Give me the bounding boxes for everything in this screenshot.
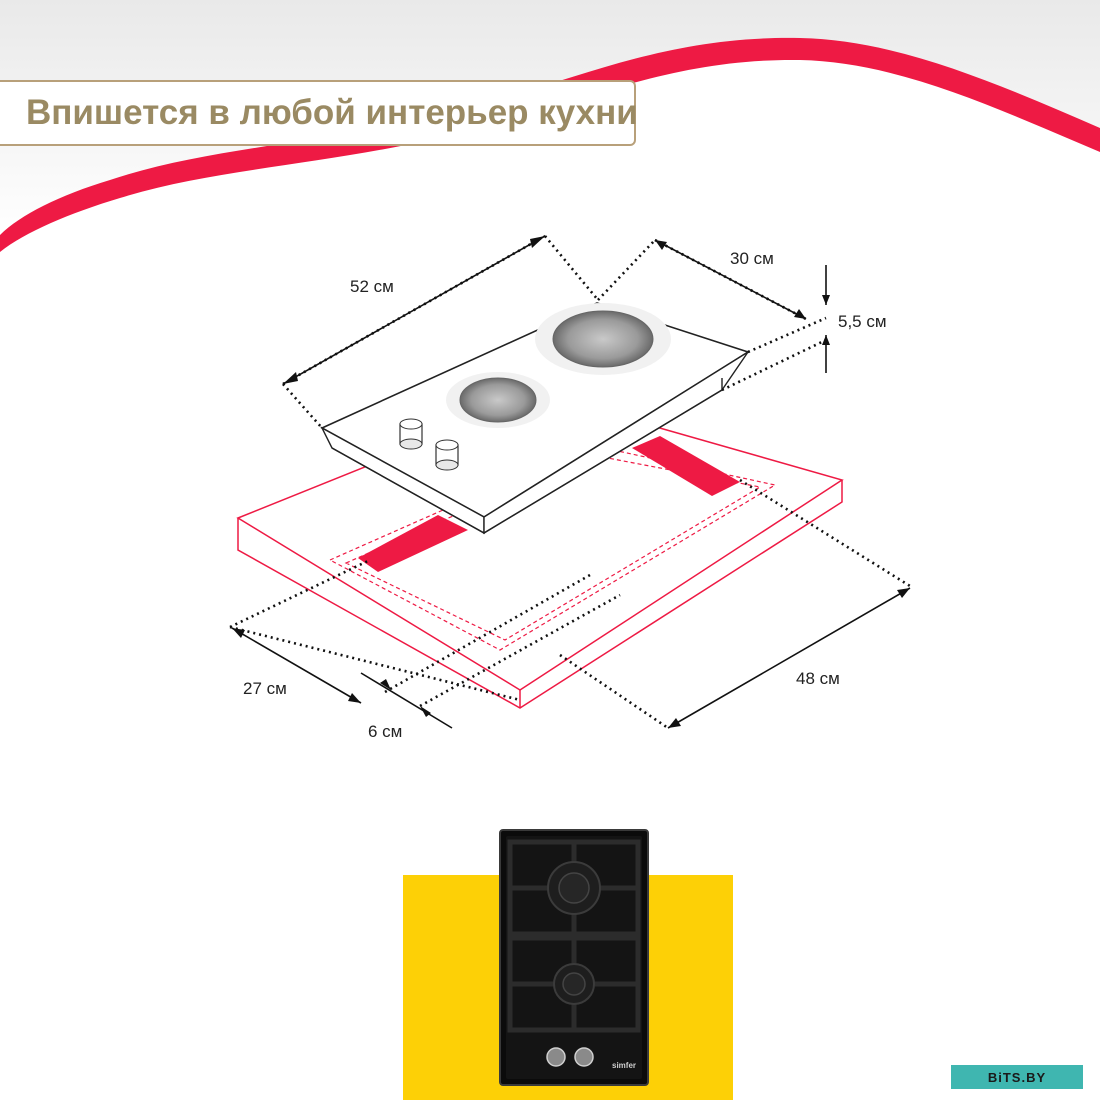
watermark-badge: BiTS.BY bbox=[951, 1065, 1083, 1089]
small-burner bbox=[459, 377, 537, 423]
knob-left bbox=[399, 418, 423, 450]
dim-label-cutout-width: 48 см bbox=[796, 669, 840, 688]
top-grey-area bbox=[0, 0, 1100, 235]
page-title: Впишется в любой интерьер кухни bbox=[26, 93, 638, 132]
watermark-text: BiTS.BY bbox=[987, 1069, 1047, 1085]
title-banner: Впишется в любой интерьер кухни bbox=[0, 80, 638, 146]
dim-label-cutout-offset: 6 см bbox=[368, 722, 403, 741]
large-burner bbox=[552, 310, 654, 368]
gas-hob-photo bbox=[499, 829, 649, 1086]
hob-body bbox=[320, 302, 750, 535]
arrow-heads bbox=[232, 236, 910, 728]
dim-label-width: 52 см bbox=[350, 277, 394, 296]
cutout-gap-left bbox=[358, 515, 468, 572]
knob-right bbox=[435, 439, 459, 471]
dim-label-height: 5,5 см bbox=[838, 312, 887, 331]
dim-label-depth: 30 см bbox=[730, 249, 774, 268]
product-brand-label: simfer bbox=[612, 1061, 637, 1070]
cutout-gap-right bbox=[632, 436, 740, 496]
dim-label-cutout-depth: 27 см bbox=[243, 679, 287, 698]
